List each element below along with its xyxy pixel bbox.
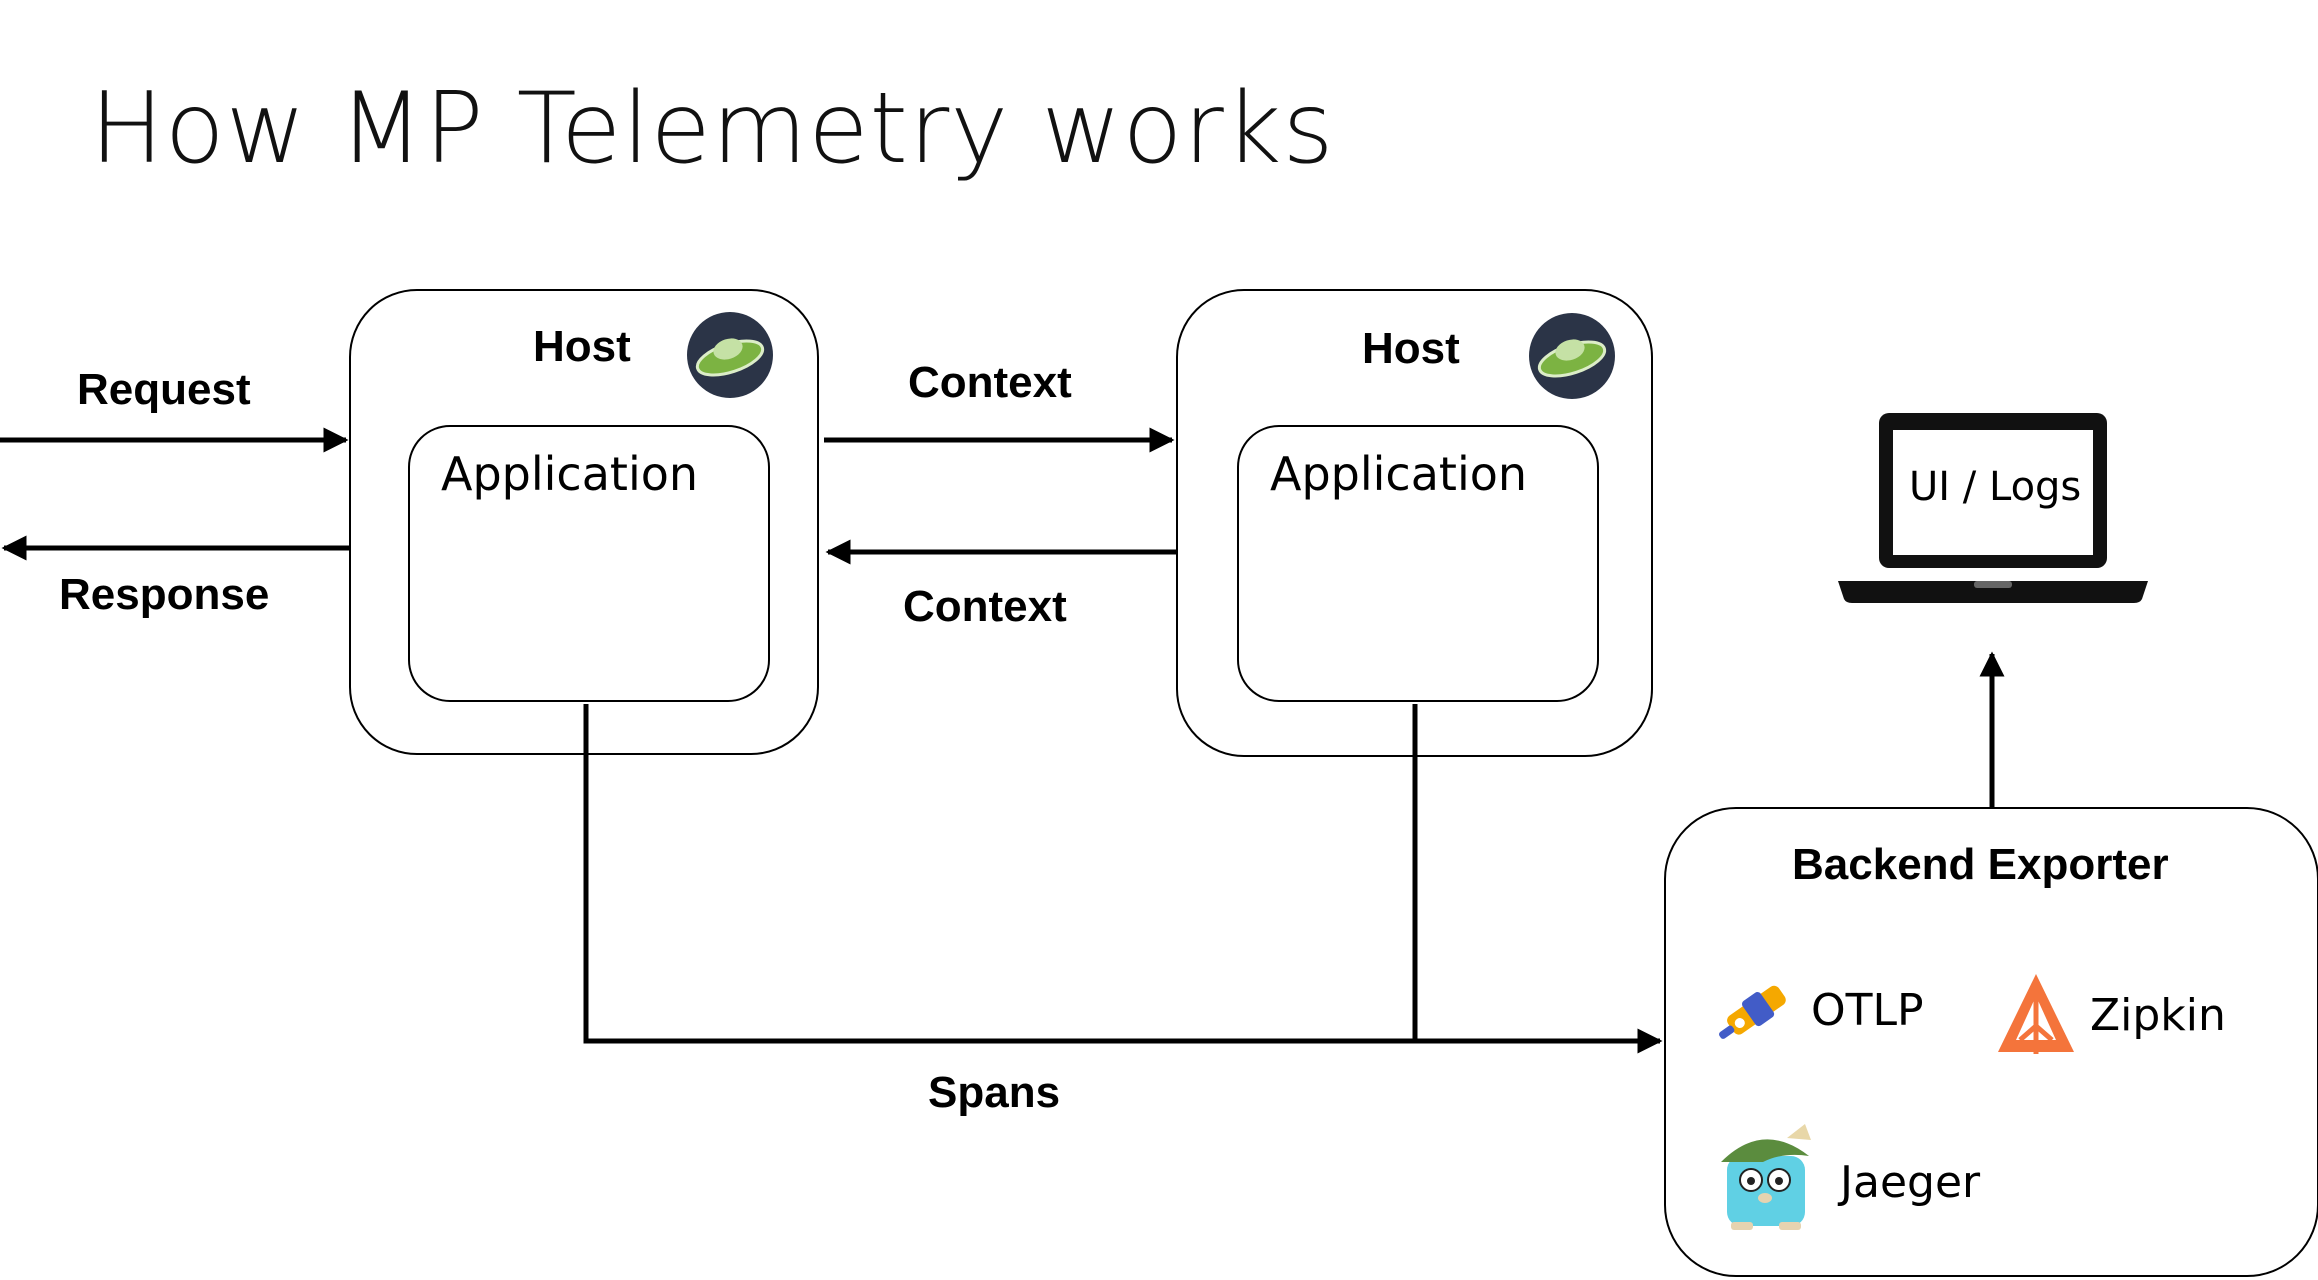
backend-exporter-title: Backend Exporter — [1792, 840, 2169, 889]
zipkin-icon — [1994, 970, 2078, 1060]
application-box-1 — [408, 425, 770, 702]
exporter-label-otlp: OTLP — [1811, 985, 1924, 1036]
laptop-icon — [1836, 409, 2150, 611]
openliberty-icon — [1528, 312, 1616, 404]
spans-line-1 — [583, 704, 1410, 1044]
exporter-label-jaeger: Jaeger — [1840, 1157, 1981, 1208]
exporter-label-zipkin: Zipkin — [2090, 990, 2226, 1041]
ui-logs-label: UI / Logs — [1909, 464, 2082, 510]
application-box-2 — [1237, 425, 1599, 702]
context-back-label: Context — [903, 582, 1067, 631]
application-label-1: Application — [441, 447, 699, 501]
opentelemetry-icon — [1712, 965, 1802, 1061]
context-out-label: Context — [908, 358, 1072, 407]
host-label-1: Host — [533, 322, 631, 371]
host-label-2: Host — [1362, 324, 1460, 373]
jaeger-icon — [1713, 1118, 1831, 1240]
openliberty-icon — [686, 311, 774, 403]
response-label: Response — [59, 570, 270, 619]
request-label: Request — [77, 365, 251, 414]
page-title: How MP Telemetry works — [90, 72, 1335, 186]
application-label-2: Application — [1270, 447, 1528, 501]
spans-label: Spans — [928, 1068, 1061, 1117]
